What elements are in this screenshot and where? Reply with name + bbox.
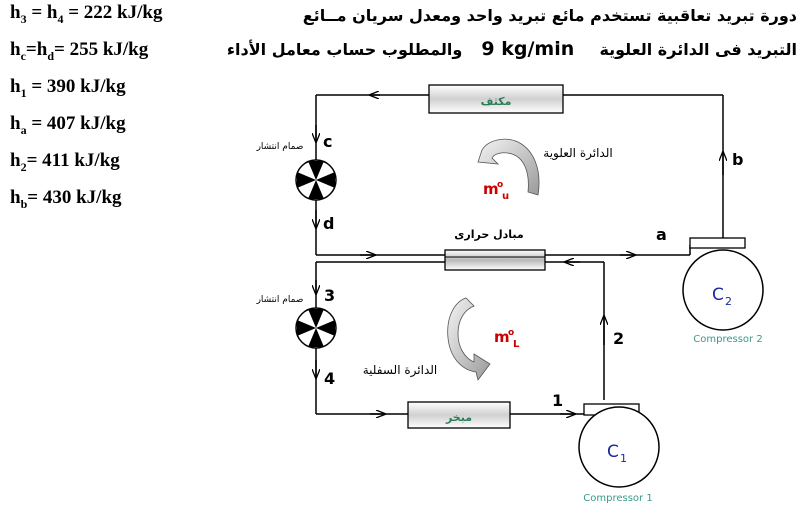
- point-2: 2: [613, 329, 624, 348]
- svg-text:o: o: [508, 328, 514, 338]
- compressor-2-caption: Compressor 2: [693, 334, 762, 345]
- lower-circuit-arrows: [316, 262, 604, 414]
- svg-text:L: L: [513, 339, 520, 350]
- valve-label-lower: صمام انتشار: [256, 295, 304, 305]
- flow-rate: 9 kg/min: [481, 38, 575, 60]
- point-a: a: [656, 225, 667, 244]
- point-d: d: [323, 214, 334, 233]
- compressor-1-caption: Compressor 1: [583, 493, 652, 504]
- given-h3-h4: h3 = h4 = 222 kJ/kg: [10, 2, 163, 26]
- point-c: c: [323, 132, 332, 151]
- heat-exchanger: مبادل حرارى: [444, 228, 546, 271]
- problem-line-2: التبريد فى الدائرة العلوية 9 kg/min والم…: [227, 38, 797, 60]
- lower-circuit-label: الدائرة السفلية: [363, 363, 437, 378]
- expansion-valve-upper: صمام انتشار: [256, 142, 337, 201]
- mass-flow-upper: m o u: [483, 180, 509, 202]
- problem-line-2-start: التبريد فى الدائرة العلوية: [599, 40, 797, 59]
- problem-line-2-end: والمطلوب حساب معامل الأداء: [226, 40, 463, 59]
- given-hb: hb= 430 kJ/kg: [10, 187, 122, 211]
- given-h1: h1 = 390 kJ/kg: [10, 76, 126, 100]
- svg-text:m: m: [494, 328, 510, 346]
- point-1: 1: [552, 391, 563, 410]
- compressor-1: C 1 Compressor 1: [578, 403, 660, 504]
- given-ha: ha = 407 kJ/kg: [10, 113, 126, 137]
- given-h2: h2= 411 kJ/kg: [10, 150, 120, 174]
- compressor-2-symbol: C: [712, 285, 724, 305]
- svg-text:u: u: [502, 191, 509, 202]
- upper-circuit-label: الدائرة العلوية: [543, 146, 612, 161]
- compressor-2-subscript: 2: [725, 295, 732, 308]
- svg-text:m: m: [483, 180, 499, 198]
- mass-flow-lower: m o L: [494, 328, 520, 350]
- heat-exchanger-label: مبادل حرارى: [454, 228, 523, 241]
- condenser-label: مكثف: [481, 95, 512, 108]
- condenser: مكثف: [428, 84, 564, 114]
- compressor-1-symbol: C: [607, 442, 619, 462]
- evaporator: مبخر: [407, 401, 511, 429]
- compressor-1-subscript: 1: [620, 452, 627, 465]
- point-4: 4: [324, 369, 335, 388]
- compressor-2: C 2 Compressor 2: [682, 237, 764, 345]
- evaporator-label: مبخر: [445, 411, 472, 424]
- svg-text:o: o: [497, 180, 503, 190]
- upper-circuit-flow-indicator: [477, 138, 540, 196]
- valve-label-upper: صمام انتشار: [256, 142, 304, 152]
- expansion-valve-lower: صمام انتشار: [256, 295, 337, 349]
- problem-line-1: دورة تبريد تعاقبية تستخدم مائع تبريد واح…: [302, 6, 797, 25]
- lower-circuit-flow-indicator: [447, 297, 491, 381]
- upper-circuit-arrows: [316, 95, 723, 255]
- point-b: b: [732, 150, 743, 169]
- point-3: 3: [324, 286, 335, 305]
- given-hc-hd: hc=hd= 255 kJ/kg: [10, 39, 149, 63]
